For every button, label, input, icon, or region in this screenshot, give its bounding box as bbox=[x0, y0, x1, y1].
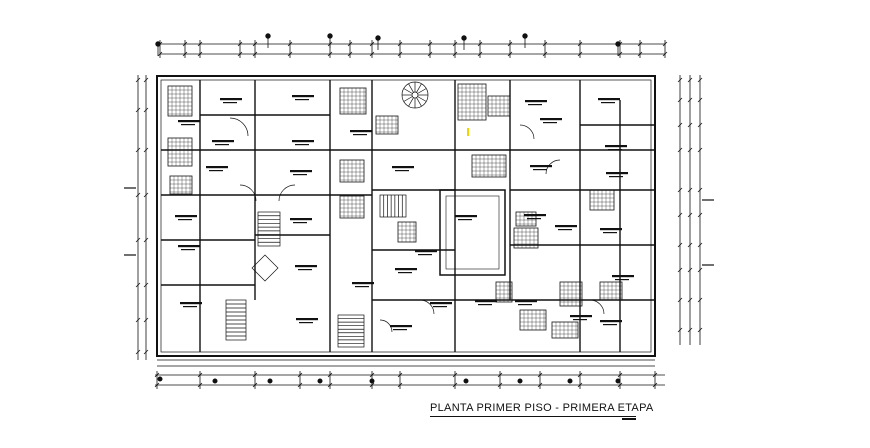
building-outline bbox=[156, 75, 656, 367]
title-underline bbox=[430, 416, 636, 417]
title-scale-mark bbox=[622, 418, 636, 420]
axis-markers bbox=[124, 33, 714, 384]
spiral-stair bbox=[401, 81, 429, 109]
bathroom-tiles bbox=[167, 83, 623, 339]
drawing-title: PLANTA PRIMER PISO - PRIMERA ETAPA bbox=[430, 402, 654, 414]
room-labels bbox=[175, 95, 634, 331]
dimension-lines bbox=[137, 43, 701, 386]
interior-walls bbox=[161, 80, 655, 352]
courtyard bbox=[439, 189, 506, 276]
doors bbox=[229, 117, 605, 333]
dimension-ticks bbox=[135, 40, 703, 389]
stairs bbox=[225, 194, 407, 348]
